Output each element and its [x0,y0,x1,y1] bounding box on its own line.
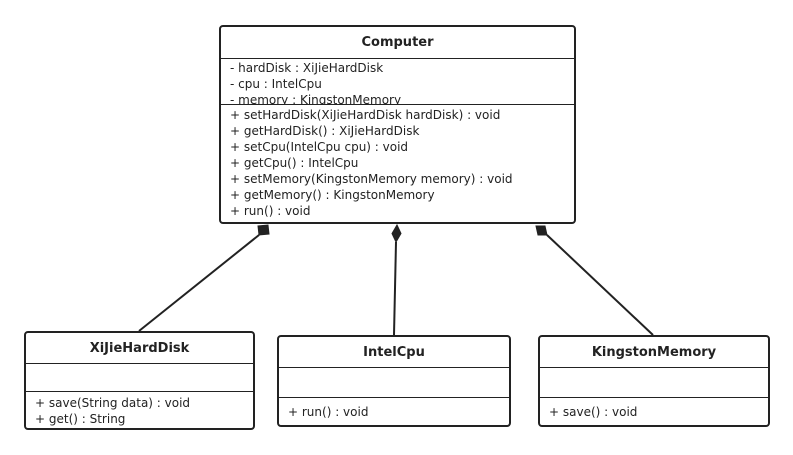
attribute-cpu: - cpu : IntelCpu [230,77,322,91]
class-computer-name: Computer [221,27,574,59]
operation-run: + run() : void [230,204,311,218]
class-computer-attributes: - hardDisk : XiJieHardDisk - cpu : Intel… [221,59,574,105]
composition-memory-diamond [535,225,548,236]
class-intelcpu-name: IntelCpu [279,337,509,368]
class-intelcpu-attributes [279,368,509,398]
operation-set-cpu: + setCpu(IntelCpu cpu) : void [230,140,409,154]
operation-get-harddisk: + getHardDisk() : XiJieHardDisk [230,124,420,138]
operation-save: + save(String data) : void [35,396,191,410]
attribute-harddisk: - hardDisk : XiJieHardDisk [230,61,384,75]
composition-intelcpu [391,223,402,336]
class-xijieharddisk[interactable]: XiJieHardDisk + save(String data) : void… [24,331,255,430]
operation-get-cpu: + getCpu() : IntelCpu [230,156,359,170]
composition-memory-line [546,234,654,336]
composition-harddisk-line [138,234,260,332]
composition-intelcpu-line [393,241,397,336]
attribute-memory: - memory : KingstonMemory [230,93,402,105]
composition-intelcpu-diamond [391,223,402,244]
class-kingstonmemory[interactable]: KingstonMemory + save() : void [538,335,770,427]
operation-set-memory: + setMemory(KingstonMemory memory) : voi… [230,172,513,186]
class-computer-operations: + setHardDisk(XiJieHardDisk hardDisk) : … [221,105,574,219]
operation-run: + run() : void [288,405,369,419]
class-xijieharddisk-name: XiJieHardDisk [26,333,253,364]
composition-harddisk [138,224,270,332]
operation-set-harddisk: + setHardDisk(XiJieHardDisk hardDisk) : … [230,108,501,122]
composition-harddisk-diamond [257,224,270,236]
operation-get: + get() : String [35,412,126,426]
operation-get-memory: + getMemory() : KingstonMemory [230,188,435,202]
class-intelcpu[interactable]: IntelCpu + run() : void [277,335,511,427]
class-kingstonmemory-attributes [540,368,768,398]
class-xijieharddisk-attributes [26,364,253,392]
class-kingstonmemory-name: KingstonMemory [540,337,768,368]
class-kingstonmemory-operations: + save() : void [540,398,768,420]
class-intelcpu-operations: + run() : void [279,398,509,420]
operation-save: + save() : void [549,405,638,419]
composition-memory [535,225,654,336]
class-computer[interactable]: Computer - hardDisk : XiJieHardDisk - cp… [219,25,576,224]
class-xijieharddisk-operations: + save(String data) : void + get() : Str… [26,392,253,427]
